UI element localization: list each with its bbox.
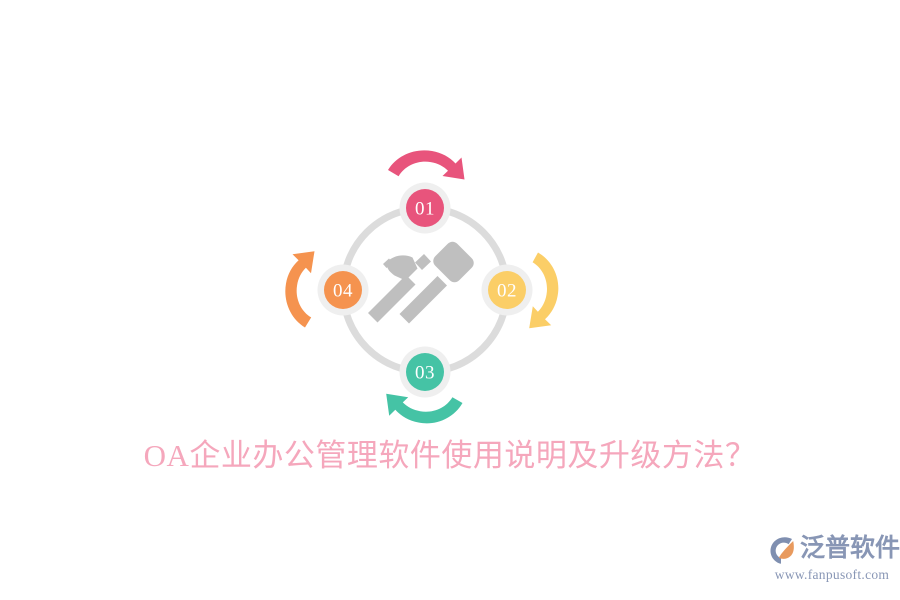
arrow-03-clockwise-left: [386, 393, 463, 424]
node-01-circle: [406, 189, 444, 227]
arrow-02-clockwise-down: [529, 252, 559, 329]
process-node-03[interactable]: 03: [399, 346, 451, 398]
arrow-01-clockwise-right: [388, 150, 465, 180]
watermark-url: www.fanpusoft.com: [774, 567, 890, 582]
node-01-label: 01: [415, 199, 435, 220]
watermark-logo: 泛普软件 www.fanpusoft.com: [768, 532, 900, 588]
crossed-hammer-and-pickaxe-icon: [368, 241, 474, 324]
node-04-circle: [324, 271, 362, 309]
process-node-04[interactable]: 04: [317, 264, 369, 316]
process-node-01[interactable]: 01: [399, 182, 451, 234]
node-02-label: 02: [497, 281, 517, 302]
node-02-circle: [488, 271, 526, 309]
fanpu-logo-icon: [770, 537, 794, 564]
watermark-brand-name: 泛普软件: [800, 535, 900, 562]
watermark-brand-row: 泛普软件: [768, 532, 900, 566]
circular-process-diagram: 01 02 03: [265, 130, 585, 450]
process-node-02[interactable]: 02: [481, 264, 533, 316]
node-03-label: 03: [415, 363, 435, 384]
node-03-circle: [406, 353, 444, 391]
arrow-04-clockwise-up: [285, 251, 315, 328]
node-04-label: 04: [333, 281, 353, 302]
page-title: OA企业办公管理软件使用说明及升级方法？: [143, 438, 757, 473]
